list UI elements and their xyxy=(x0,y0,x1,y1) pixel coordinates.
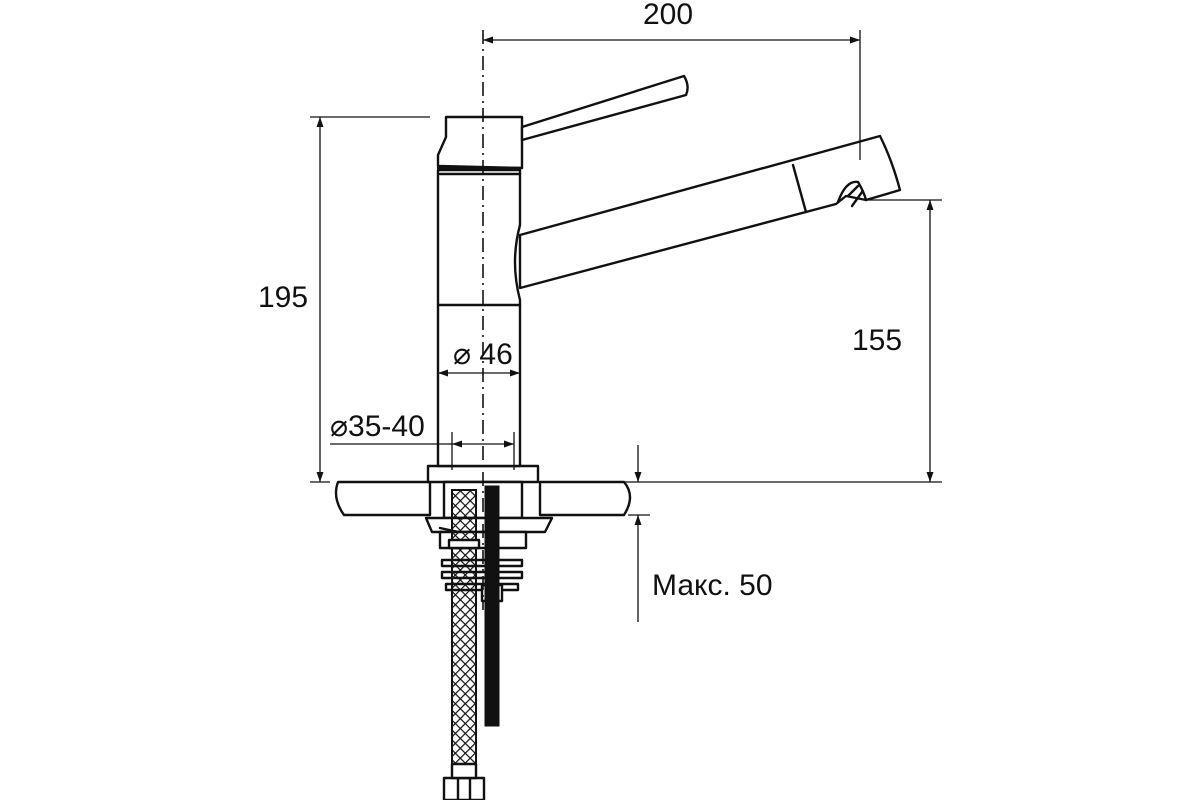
dimension-max-thickness: Макс. 50 xyxy=(628,445,773,622)
faucet-body xyxy=(426,115,540,484)
dimension-hole-diameter: ⌀35-40 xyxy=(330,410,515,470)
dimension-label-spout-reach: 200 xyxy=(643,0,693,31)
dimension-label-max-thickness: Макс. 50 xyxy=(652,569,773,602)
dimension-spout-reach: 200 xyxy=(483,0,861,160)
dimension-total-height: 195 xyxy=(258,116,430,483)
dimension-label-hole-diameter: ⌀35-40 xyxy=(330,410,425,443)
flexible-hose xyxy=(442,489,486,800)
spout xyxy=(518,134,902,290)
dimension-label-spout-height: 155 xyxy=(852,324,902,357)
mounting-hardware xyxy=(424,480,554,727)
dimension-spout-height: 155 xyxy=(624,199,942,483)
dimension-label-total-height: 195 xyxy=(258,281,308,314)
dimension-body-diameter: ⌀ 46 xyxy=(438,338,520,377)
dimension-label-body-diameter: ⌀ 46 xyxy=(453,338,513,371)
lever-handle xyxy=(520,74,689,142)
